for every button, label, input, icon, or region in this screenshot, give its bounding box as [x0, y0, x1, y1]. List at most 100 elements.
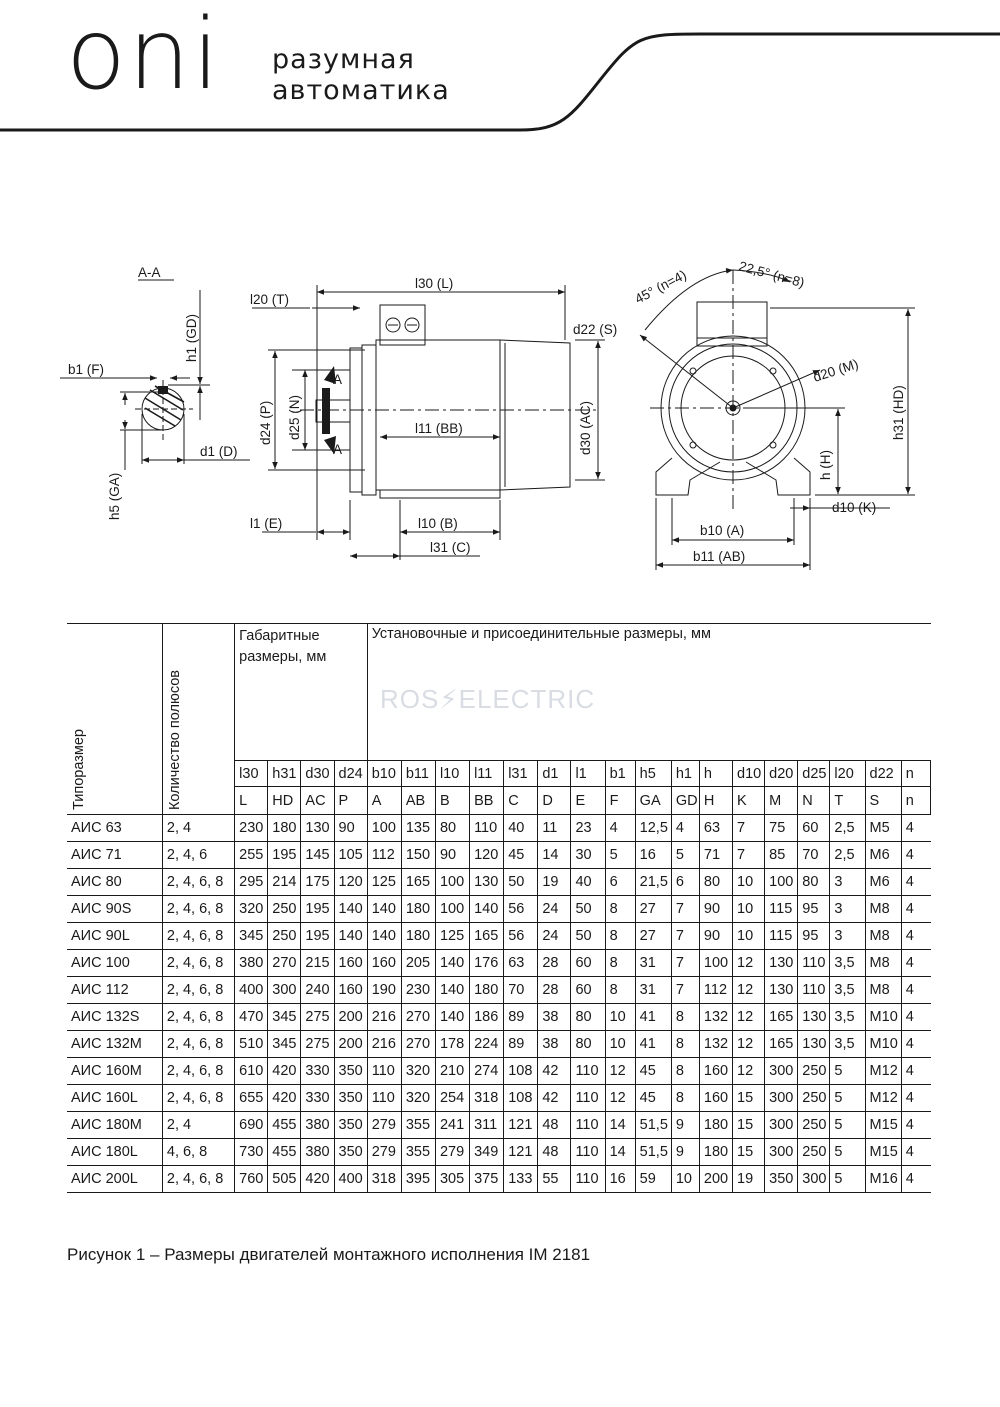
cell-value: 130: [300, 814, 335, 842]
cell-value: 6: [605, 868, 636, 896]
cell-value: 505: [267, 1165, 302, 1193]
cell-value: 4: [901, 895, 931, 923]
cell-value: 305: [435, 1165, 471, 1193]
header-letter-cell: BB: [469, 786, 505, 815]
cell-value: 38: [537, 1003, 572, 1031]
cell-value: 300: [267, 976, 302, 1004]
cell-value: 16: [635, 841, 672, 869]
header-code-cell: n: [901, 760, 932, 787]
header-code-cell: d25: [797, 760, 831, 787]
cell-value: 195: [267, 841, 302, 869]
cell-value: 45: [635, 1057, 672, 1085]
cell-value: M12: [865, 1084, 902, 1112]
cell-value: 50: [503, 868, 539, 896]
cell-value: 120: [334, 868, 368, 896]
cell-value: 8: [671, 1003, 700, 1031]
cell-value: 95: [797, 895, 831, 923]
cell-value: 10: [732, 922, 766, 950]
cell-value: 4: [671, 814, 700, 842]
cell-value: 19: [537, 868, 572, 896]
cell-value: 350: [334, 1084, 368, 1112]
cell-value: 200: [334, 1003, 368, 1031]
cell-value: 14: [605, 1111, 636, 1139]
cell-poles: 2, 4, 6, 8: [162, 949, 236, 977]
cell-value: 270: [401, 1030, 436, 1058]
cell-value: 610: [234, 1057, 269, 1085]
cell-value: 27: [635, 922, 672, 950]
cell-value: 30: [570, 841, 606, 869]
cell-value: 14: [537, 841, 572, 869]
cell-value: 165: [764, 1003, 799, 1031]
cell-value: 3,5: [829, 1003, 866, 1031]
cell-poles: 2, 4: [162, 814, 236, 842]
cell-value: 80: [570, 1030, 606, 1058]
cell-value: 4: [901, 1057, 931, 1085]
cell-value: 130: [797, 1030, 831, 1058]
header-letter-cell: GA: [635, 786, 672, 815]
label-h31: h31 (HD): [891, 385, 906, 440]
header-poles-cell: Количество полюсов: [162, 623, 236, 815]
cell-value: 55: [537, 1165, 572, 1193]
cell-value: 8: [605, 976, 636, 1004]
cell-value: 56: [503, 922, 539, 950]
cell-value: 4: [901, 1030, 931, 1058]
cell-value: 48: [537, 1111, 572, 1139]
cell-type: АИС 90S: [67, 895, 163, 923]
cell-value: 110: [797, 949, 831, 977]
cell-value: 420: [267, 1057, 302, 1085]
cell-value: 23: [570, 814, 606, 842]
header-letter-cell: S: [865, 786, 902, 815]
cell-value: 21,5: [635, 868, 672, 896]
cell-value: 215: [300, 949, 335, 977]
cell-type: АИС 132S: [67, 1003, 163, 1031]
cell-poles: 4, 6, 8: [162, 1138, 236, 1166]
cell-value: 420: [267, 1084, 302, 1112]
cell-value: 90: [435, 841, 471, 869]
cell-value: 85: [764, 841, 799, 869]
tagline-line-1: разумная: [272, 44, 415, 75]
header-code-cell: l10: [435, 760, 471, 787]
cell-value: 160: [699, 1057, 734, 1085]
cell-value: 121: [503, 1111, 539, 1139]
cell-value: 51,5: [635, 1111, 672, 1139]
cell-value: 455: [267, 1138, 302, 1166]
cell-poles: 2, 4, 6: [162, 841, 236, 869]
cell-value: 279: [435, 1138, 471, 1166]
cell-value: 320: [401, 1057, 436, 1085]
header-letter-cell: AC: [300, 786, 335, 815]
cell-value: 7: [732, 841, 766, 869]
cell-value: 12: [732, 1030, 766, 1058]
cell-value: 195: [300, 922, 335, 950]
cell-value: M15: [865, 1138, 902, 1166]
cell-value: 216: [367, 1003, 402, 1031]
cell-value: 50: [570, 895, 606, 923]
cell-value: M8: [865, 922, 902, 950]
header-letter-cell: H: [699, 786, 734, 815]
cell-value: 140: [367, 895, 402, 923]
cell-value: 165: [401, 868, 436, 896]
cell-value: 3,5: [829, 949, 866, 977]
cell-value: 121: [503, 1138, 539, 1166]
cell-value: 133: [503, 1165, 539, 1193]
section-mark-top: A: [333, 372, 342, 387]
cell-value: 330: [300, 1057, 335, 1085]
cell-value: 350: [764, 1165, 799, 1193]
header-code-cell: b10: [367, 760, 402, 787]
cell-value: 165: [764, 1030, 799, 1058]
cell-value: M8: [865, 895, 902, 923]
cell-value: 140: [367, 922, 402, 950]
header-code-cell: d30: [300, 760, 335, 787]
cell-type: АИС 160M: [67, 1057, 163, 1085]
cell-value: 330: [300, 1084, 335, 1112]
cell-type: АИС 132M: [67, 1030, 163, 1058]
cell-value: 89: [503, 1003, 539, 1031]
cell-value: 510: [234, 1030, 269, 1058]
header-code-cell: h1: [671, 760, 700, 787]
motor-side-view: [252, 285, 605, 560]
cell-value: 100: [367, 814, 402, 842]
cell-value: 175: [300, 868, 335, 896]
cell-value: 470: [234, 1003, 269, 1031]
